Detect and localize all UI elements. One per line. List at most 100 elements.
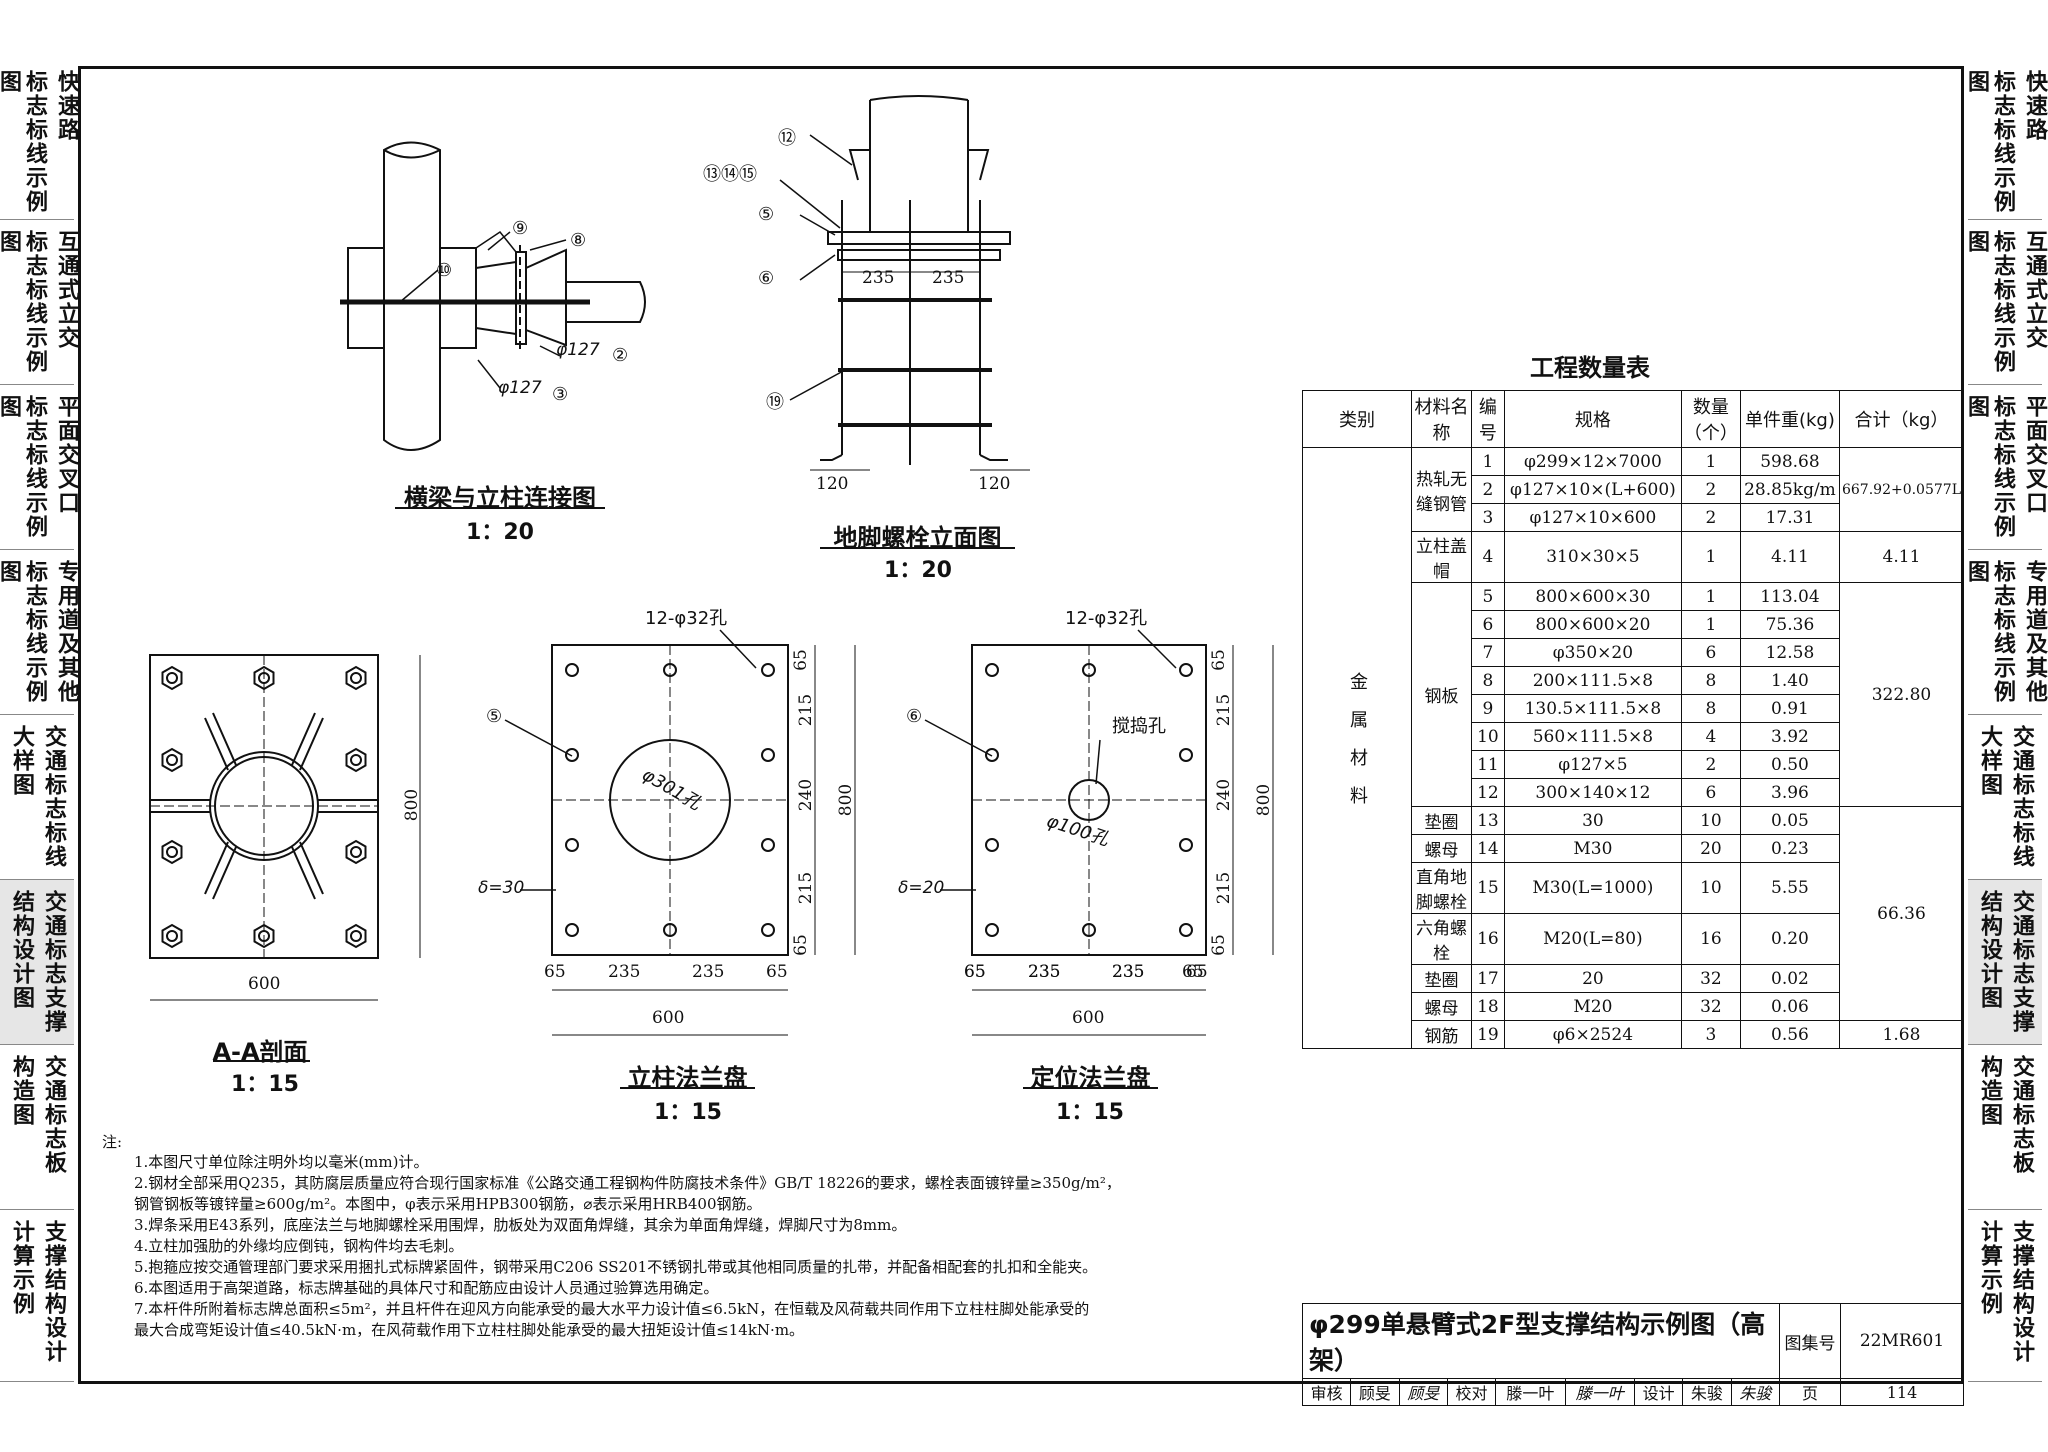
header-unit: 单件重(kg) (1739, 390, 1840, 448)
left-sidebar-tab-text: 标志标线示例图 (0, 395, 47, 539)
right-sidebar-tab-5[interactable]: 交通标志标线大样图 (1968, 715, 2042, 880)
flange-hole (1179, 748, 1193, 762)
cf-holes-label: 12-φ32孔 (645, 608, 728, 629)
note-line: 7.本杆件所附着标志牌总面积≤5m²，并且杆件在迎风方向能承受的最大水平力设计值… (134, 1300, 1090, 1318)
flange-hole (1082, 923, 1096, 937)
right-sidebar-tab-7[interactable]: 交通标志板构造图 (1968, 1045, 2042, 1210)
bolt-hole (350, 672, 362, 684)
right-sidebar-tab-4[interactable]: 专用道及其他标志标线示例图 (1964, 550, 2047, 715)
left-sidebar-tab-2[interactable]: 互通式立交标志标线示例图 (0, 220, 79, 385)
anchor-title: 地脚螺栓立面图 (833, 524, 1002, 552)
lf-hdim: 65 (964, 962, 986, 982)
lf-vdim: 65 (1208, 934, 1229, 956)
no-cell: 17 (1470, 964, 1505, 993)
section-dim-800: 800 (402, 788, 423, 822)
qty-cell: 2 (1680, 750, 1741, 779)
spec-cell: 200×111.5×8 (1503, 666, 1682, 695)
spec-cell: 800×600×20 (1503, 610, 1682, 639)
unit-weight-cell: 113.04 (1739, 582, 1840, 611)
material-name-cell: 螺母 (1411, 834, 1472, 863)
right-sidebar-tab-2[interactable]: 互通式立交标志标线示例图 (1964, 220, 2047, 385)
spec-cell: M30 (1503, 834, 1682, 863)
no-cell: 12 (1470, 778, 1505, 807)
anchor-dim-120a: 120 (816, 474, 849, 494)
left-sidebar-tab-6[interactable]: 交通标志支撑结构设计图 (0, 880, 74, 1045)
page-no: 114 (1840, 1378, 1964, 1406)
qty-cell: 6 (1680, 778, 1741, 807)
qty-cell: 10 (1680, 806, 1741, 835)
beam-label-9: ⑨ (512, 218, 529, 239)
cf-total: 800 (836, 783, 857, 817)
left-sidebar-tab-3[interactable]: 平面交叉口标志标线示例图 (0, 385, 79, 550)
right-sidebar-tab-text: 交通标志板 (2009, 1055, 2034, 1175)
spec-cell: φ127×5 (1503, 750, 1682, 779)
unit-weight-cell: 75.36 (1739, 610, 1840, 639)
total-weight-cell: 4.11 (1838, 531, 1965, 583)
unit-weight-cell: 12.58 (1739, 638, 1840, 667)
lf-tag: ⑥ (906, 706, 923, 727)
left-sidebar-tab-4[interactable]: 专用道及其他标志标线示例图 (0, 550, 79, 715)
unit-weight-cell: 3.96 (1739, 778, 1840, 807)
total-weight-cell: 322.80 (1838, 582, 1965, 807)
note-line: 1.本图尺寸单位除注明外均以毫米(mm)计。 (134, 1153, 429, 1171)
cf-vdim: 215 (796, 693, 817, 727)
spec-cell: M30(L=1000) (1503, 862, 1682, 914)
left-sidebar-tab-5[interactable]: 交通标志标线大样图 (0, 715, 74, 880)
header-material: 材料名称 (1411, 390, 1472, 448)
flange-hole (1179, 838, 1193, 852)
left-sidebar-tab-text: 交通标志标线 (41, 725, 66, 869)
left-sidebar-tab-text: 交通标志支撑 (41, 890, 66, 1034)
right-sidebar-tab-text: 标志标线示例图 (1964, 70, 2015, 214)
right-sidebar-tab-text: 专用道及其他 (2022, 560, 2047, 704)
beam-connection-drawing (340, 141, 646, 451)
spec-cell: 800×600×30 (1503, 582, 1682, 611)
qty-cell: 1 (1680, 447, 1741, 476)
lf-vdim: 215 (1214, 693, 1235, 727)
hex-nut (161, 923, 183, 949)
cf-vdim: 215 (796, 871, 817, 905)
cf-vdim: 240 (796, 778, 817, 812)
beam-label-3: ③ (552, 384, 569, 405)
no-cell: 2 (1470, 475, 1505, 504)
lf-note: 搅捣孔 (1112, 716, 1166, 737)
left-sidebar-tab-7[interactable]: 交通标志板构造图 (0, 1045, 74, 1210)
spec-cell: φ299×12×7000 (1503, 447, 1682, 476)
design-label: 设计 (1633, 1378, 1684, 1406)
bolt-hole (258, 672, 270, 684)
quantity-table-title: 工程数量表 (1530, 354, 1650, 382)
right-sidebar-tab-1[interactable]: 快速路标志标线示例图 (1964, 60, 2047, 220)
left-sidebar-tab-1[interactable]: 快速路标志标线示例图 (0, 60, 79, 220)
left-sidebar-tab-text: 互通式立交 (54, 230, 79, 350)
right-sidebar-tab-6[interactable]: 交通标志支撑结构设计图 (1968, 880, 2042, 1045)
right-sidebar: 快速路标志标线示例图互通式立交标志标线示例图平面交叉口标志标线示例图专用道及其他… (1964, 60, 2047, 1382)
cf-hdim: 65 (766, 962, 788, 982)
atlas-label: 图集号 (1779, 1303, 1841, 1379)
note-line: 4.立柱加强肋的外缘均应倒钝，钢构件均去毛刺。 (134, 1237, 464, 1255)
cf-vdim: 65 (790, 649, 811, 671)
beam-label-phi127-a: φ127 (556, 340, 600, 360)
hex-nut (345, 665, 367, 691)
flange-hole (565, 923, 579, 937)
note-line: 2.钢材全部采用Q235，其防腐层质量应符合现行国家标准《公路交通工程钢构件防腐… (134, 1174, 1121, 1192)
right-sidebar-tab-3[interactable]: 平面交叉口标志标线示例图 (1964, 385, 2047, 550)
drawing-title: φ299单悬臂式2F型支撑结构示例图（高架） (1302, 1303, 1780, 1379)
material-name-cell: 钢筋 (1411, 1020, 1472, 1049)
lf-title: 定位法兰盘 (1030, 1064, 1151, 1092)
unit-weight-cell: 0.50 (1739, 750, 1840, 779)
note-line: 钢管钢板等镀锌量≥600g/m²。本图中，φ表示采用HPB300钢筋，⌀表示采用… (134, 1195, 762, 1213)
notes: 注: 1.本图尺寸单位除注明外均以毫米(mm)计。2.钢材全部采用Q235，其防… (102, 1133, 1288, 1341)
lf-holes-label: 12-φ32孔 (1065, 608, 1148, 629)
no-cell: 19 (1470, 1020, 1505, 1049)
hex-nut (345, 839, 367, 865)
right-sidebar-tab-8[interactable]: 支撑结构设计计算示例 (1968, 1210, 2042, 1382)
qty-cell: 8 (1680, 666, 1741, 695)
unit-weight-cell: 598.68 (1739, 447, 1840, 476)
checker-signature: 滕一叶 (1564, 1378, 1635, 1406)
bolt-hole (350, 846, 362, 858)
flange-hole (985, 748, 999, 762)
left-sidebar-tab-8[interactable]: 支撑结构设计计算示例 (0, 1210, 74, 1382)
